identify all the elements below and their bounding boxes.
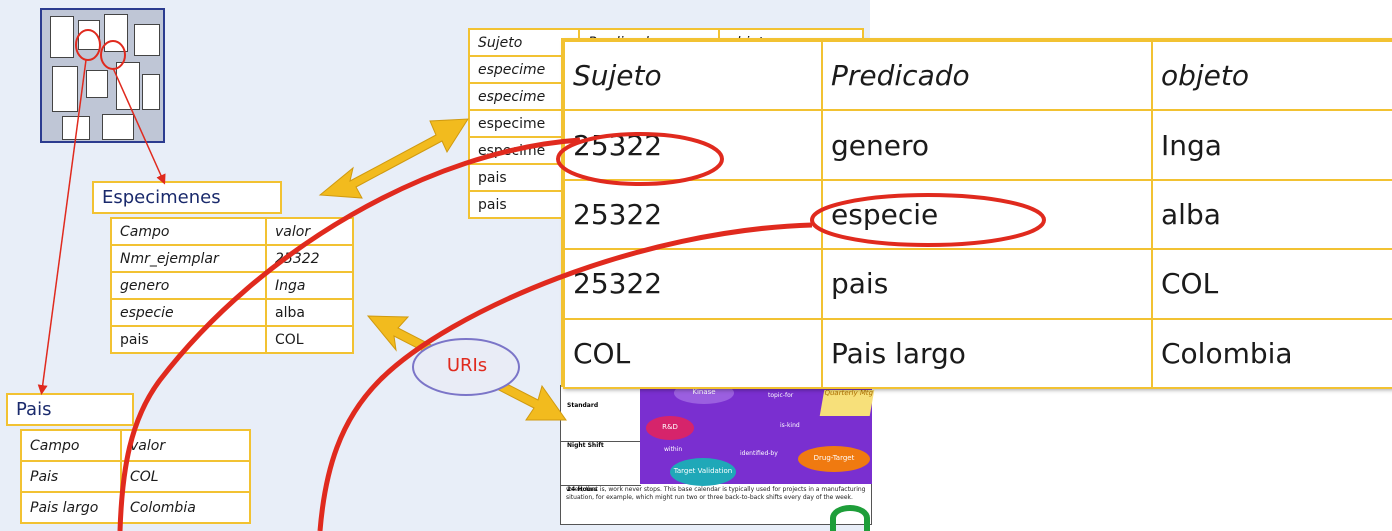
table-cell: valor (265, 217, 354, 246)
edge-label: identified-by (740, 450, 778, 457)
table-cell: Inga (1151, 109, 1392, 181)
table-row: Pais COL (20, 460, 251, 493)
table-cell: pais (821, 248, 1153, 320)
schema-thumbnail (40, 8, 165, 143)
node-quarterly-mtg: Quarterly Mtg (819, 389, 875, 416)
table-cell: Campo (110, 217, 267, 246)
edge-label: is-kind (780, 422, 800, 429)
calendar-note: week; that is, work never stops. This ba… (566, 486, 866, 501)
table-cell: COL (120, 460, 251, 493)
table-cell: COL (265, 325, 354, 354)
table-row: Campo valor (20, 429, 251, 462)
table-cell: 25322 (563, 248, 823, 320)
table-cell: Nmr_ejemplar (110, 244, 267, 273)
table-row: Campo valor (110, 217, 354, 246)
table-cell: valor (120, 429, 251, 462)
calendar-row-label: Standard (561, 402, 641, 442)
table-cell: especie (110, 298, 267, 327)
table-row: Sujeto Predicado objeto (563, 39, 1392, 112)
table-header-cell: Predicado (821, 39, 1153, 112)
edge-label: within (664, 446, 683, 453)
table-cell: COL (563, 317, 823, 390)
table-cell: pais (110, 325, 267, 354)
uris-label: URIs (446, 355, 488, 376)
especimenes-table: Campo valor Nmr_ejemplar 25322 genero In… (110, 217, 354, 354)
especimenes-title: Especimenes (92, 181, 282, 214)
triples-panel: Sujeto Predicado objeto 25322 genero Ing… (561, 38, 1392, 390)
table-cell: 25322 (563, 178, 823, 251)
table-row: pais COL (110, 325, 354, 354)
pais-table: Campo valor Pais COL Pais largo Colombia (20, 429, 251, 524)
table-cell: Pais (20, 460, 122, 493)
table-row: Nmr_ejemplar 25322 (110, 244, 354, 273)
table-cell: alba (265, 298, 354, 327)
node-drug-target: Drug-Target (798, 446, 870, 472)
table-row: especie alba (110, 298, 354, 327)
node-rd: R&D (646, 416, 694, 440)
table-cell: Pais largo (821, 317, 1153, 390)
table-cell: 25322 (265, 244, 354, 273)
edge-label: topic-for (768, 392, 794, 399)
node-target-validation: Target Validation (670, 458, 736, 486)
table-row: COL Pais largo Colombia (563, 317, 1392, 390)
table-cell: Inga (265, 271, 354, 300)
pais-title: Pais (6, 393, 134, 426)
green-logo-fragment (830, 505, 870, 531)
table-cell: genero (821, 109, 1153, 181)
table-row: genero Inga (110, 271, 354, 300)
calendar-row-label: Night Shift (561, 442, 641, 486)
table-cell: Colombia (1151, 317, 1392, 390)
table-header-cell: Sujeto (563, 39, 823, 112)
table-cell: Campo (20, 429, 122, 462)
topic-map-graphic: Kinase R&D Target Validation Drug-Target… (640, 382, 875, 486)
table-row: 25322 pais COL (563, 248, 1392, 320)
table-cell: alba (1151, 178, 1392, 251)
table-cell: especie (821, 178, 1153, 251)
table-cell: 25322 (563, 109, 823, 181)
table-row: Pais largo Colombia (20, 491, 251, 524)
table-cell: Pais largo (20, 491, 122, 524)
table-cell: Colombia (120, 491, 251, 524)
table-cell: COL (1151, 248, 1392, 320)
table-row: 25322 genero Inga (563, 109, 1392, 181)
table-cell: genero (110, 271, 267, 300)
triples-table: Sujeto Predicado objeto 25322 genero Ing… (563, 39, 1392, 390)
table-row: 25322 especie alba (563, 178, 1392, 251)
table-header-cell: objeto (1151, 39, 1392, 112)
